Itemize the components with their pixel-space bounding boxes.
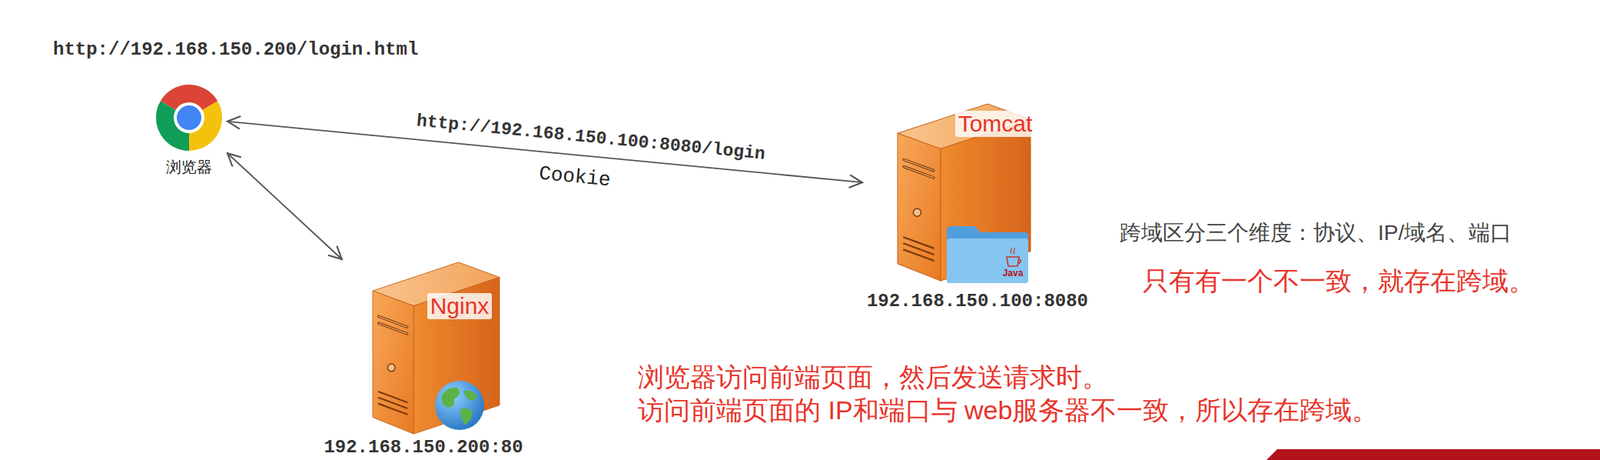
connector-arrow bbox=[227, 152, 342, 259]
browser-icon bbox=[155, 83, 223, 152]
footer-bar bbox=[1266, 448, 1600, 460]
globe-icon bbox=[434, 379, 485, 431]
server-node: Nginx 192.168.150.200:80 bbox=[318, 258, 528, 459]
browser-node: 浏览器 bbox=[150, 80, 228, 180]
note: 只有有一个不一致，就存在跨域。 bbox=[1142, 265, 1535, 296]
page-url: http://192.168.150.200/login.html bbox=[53, 39, 419, 61]
edge-label: Cookie bbox=[537, 162, 611, 193]
node-label: 浏览器 bbox=[165, 158, 213, 176]
note: 访问前端页面的 IP和端口与 web服务器不一致，所以存在跨域。 bbox=[637, 395, 1378, 425]
note: 浏览器访问前端页面，然后发送请求时。 bbox=[637, 361, 1109, 392]
note: 跨域区分三个维度：协议、IP/域名、端口 bbox=[1119, 220, 1512, 246]
server-name: Tomcat bbox=[955, 110, 1036, 138]
java-tag: Java bbox=[1002, 268, 1024, 279]
server-name: Nginx bbox=[427, 292, 493, 320]
server-address: 192.168.150.200:80 bbox=[323, 437, 523, 458]
server-address: 192.168.150.100:8080 bbox=[866, 291, 1089, 312]
server-node: Tomcat 192.168.150.100:8080 bbox=[862, 100, 1093, 313]
